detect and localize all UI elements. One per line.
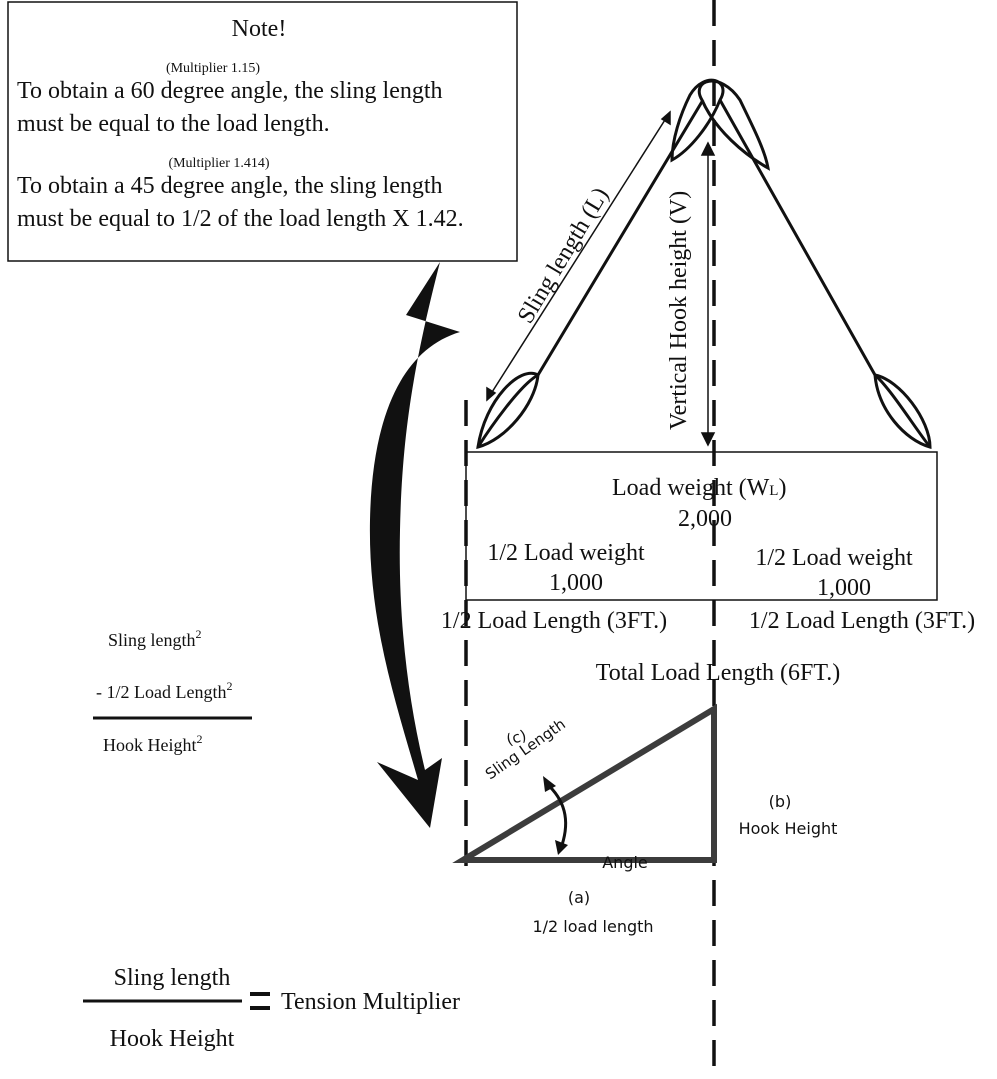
- note-line-60-a: To obtain a 60 degree angle, the sling l…: [17, 78, 443, 104]
- load-weight-label: Load weight (WL): [612, 475, 786, 501]
- formula-hook-height: Hook Height2: [103, 732, 203, 755]
- note-box: Note! (Multiplier 1.15) To obtain a 60 d…: [7, 1, 518, 262]
- half-weight-left-value: 1,000: [549, 570, 603, 596]
- note-multiplier-60: (Multiplier 1.15): [166, 61, 260, 76]
- half-length-left: 1/2 Load Length (3FT.): [441, 608, 667, 634]
- note-line-45-a: To obtain a 45 degree angle, the sling l…: [17, 173, 443, 199]
- half-length-right: 1/2 Load Length (3FT.): [749, 608, 975, 634]
- half-weight-right-value: 1,000: [817, 575, 871, 601]
- half-weight-right-label: 1/2 Load weight: [755, 545, 913, 571]
- formula-top: Sling length2 - 1/2 Load Length2 Hook He…: [93, 627, 252, 755]
- vertical-hook-label: Vertical Hook height (V): [666, 191, 692, 430]
- triangle-angle-label: Angle: [602, 853, 648, 872]
- vertical-hook-arrow: [700, 141, 716, 447]
- formula-minus-half-load: - 1/2 Load Length2: [96, 679, 232, 702]
- sling-right-eye: [873, 373, 932, 449]
- half-weight-left-label: 1/2 Load weight: [487, 540, 645, 566]
- load-box: Load weight (WL) 2,000 1/2 Load weight 1…: [465, 451, 938, 601]
- equals-sign: [250, 992, 270, 1010]
- formula-bottom: Sling length Hook Height = Tension Multi…: [83, 965, 460, 1052]
- triangle-a-label: 1/2 load length: [532, 917, 653, 936]
- triangle-b-letter: (b): [769, 792, 792, 811]
- tension-multiplier-label: Tension Multiplier: [281, 989, 460, 1015]
- sling-length-arrow: [486, 110, 671, 402]
- note-title: Note!: [232, 16, 287, 42]
- note-line-45-b: must be equal to 1/2 of the load length …: [17, 206, 464, 232]
- angle-arrow: [543, 776, 568, 855]
- triangle-c-label: Sling Length: [482, 715, 569, 783]
- formula-bottom-numerator: Sling length: [114, 965, 231, 991]
- load-weight-value: 2,000: [678, 506, 732, 532]
- triangle-c-letter: (c): [504, 726, 528, 749]
- load-frame: [465, 451, 938, 601]
- note-frame: [7, 1, 518, 262]
- note-multiplier-45: (Multiplier 1.414): [168, 156, 269, 171]
- sling-left-eye: [476, 371, 540, 450]
- triangle: [452, 703, 717, 863]
- total-length: Total Load Length (6FT.): [596, 660, 840, 686]
- sling: [476, 78, 932, 450]
- formula-bottom-denominator: Hook Height: [110, 1026, 235, 1052]
- formula-sling-length: Sling length2: [108, 627, 202, 650]
- note-line-60-b: must be equal to the load length.: [17, 111, 330, 137]
- triangle-b-label: Hook Height: [739, 819, 838, 838]
- curved-arrow: [369, 262, 460, 828]
- triangle-a-letter: (a): [568, 888, 590, 907]
- sling-right-leg: [718, 99, 932, 448]
- sling-length-label: Sling length (L): [513, 183, 614, 328]
- sling-top-eye-right: [670, 78, 725, 163]
